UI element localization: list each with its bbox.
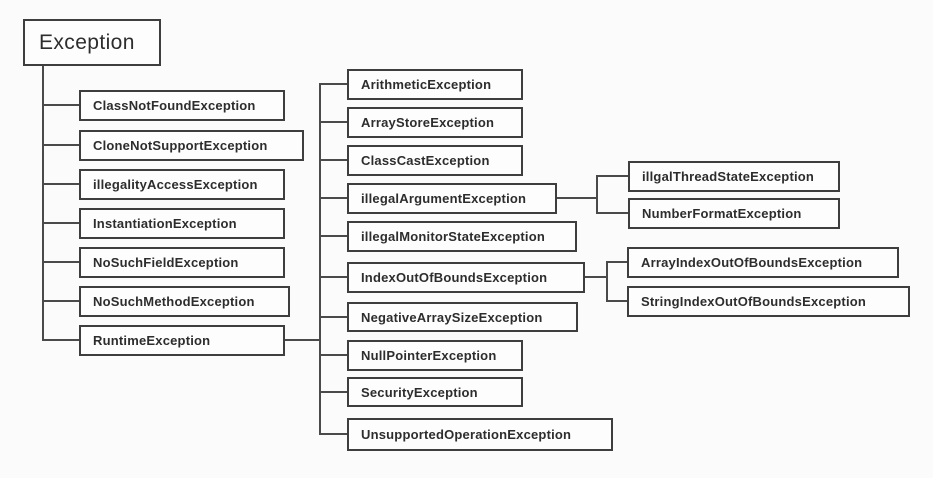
node-index-out-of-bounds-exception: IndexOutOfBoundsException: [347, 262, 585, 293]
node-array-index-out-of-bounds-exception: ArrayIndexOutOfBoundsException: [627, 247, 899, 278]
connector-stub-array-index-oob: [606, 261, 627, 263]
connector-stub-index-out-of-bounds: [319, 276, 347, 278]
node-exception: Exception: [23, 19, 161, 66]
node-class-not-found-exception: ClassNotFoundException: [79, 90, 285, 121]
node-illegal-argument-exception: illegalArgumentException: [347, 183, 557, 214]
connector-stub-security: [319, 391, 347, 393]
connector-stub-number-format: [596, 212, 628, 214]
node-number-format-exception: NumberFormatException: [628, 198, 840, 229]
node-security-exception: SecurityException: [347, 377, 523, 407]
connector-stub-null-pointer: [319, 354, 347, 356]
connector-stub-unsupported-operation: [319, 433, 347, 435]
connector-index-oob-trunk: [606, 261, 608, 302]
connector-stub-clone-not-support: [42, 144, 79, 146]
node-null-pointer-exception: NullPointerException: [347, 340, 523, 371]
connector-runtime-trunk: [319, 83, 321, 435]
connector-index-oob-to-stub: [585, 276, 606, 278]
node-runtime-exception: RuntimeException: [79, 325, 285, 356]
connector-stub-runtime: [42, 339, 79, 341]
connector-stub-illgal-thread-state: [596, 175, 628, 177]
connector-stub-arithmetic: [319, 83, 347, 85]
connector-stub-no-such-method: [42, 300, 79, 302]
connector-illegal-argument-trunk: [596, 175, 598, 214]
connector-stub-string-index-oob: [606, 300, 627, 302]
connector-exception-trunk: [42, 66, 44, 341]
node-array-store-exception: ArrayStoreException: [347, 107, 523, 138]
node-illegal-monitor-state-exception: illegalMonitorStateException: [347, 221, 577, 252]
node-string-index-out-of-bounds-exception: StringIndexOutOfBoundsException: [627, 286, 910, 317]
node-class-cast-exception: ClassCastException: [347, 145, 523, 176]
connector-stub-array-store: [319, 121, 347, 123]
connector-stub-illegality-access: [42, 183, 79, 185]
node-clone-not-support-exception: CloneNotSupportException: [79, 130, 304, 161]
connector-stub-class-not-found: [42, 104, 79, 106]
node-illegality-access-exception: illegalityAccessException: [79, 169, 285, 200]
connector-stub-illegal-monitor-state: [319, 235, 347, 237]
connector-runtime-to-trunk: [285, 339, 321, 341]
connector-stub-no-such-field: [42, 261, 79, 263]
connector-illegal-argument-to-stub: [557, 197, 596, 199]
connector-stub-class-cast: [319, 159, 347, 161]
node-no-such-method-exception: NoSuchMethodException: [79, 286, 290, 317]
connector-stub-instantiation: [42, 222, 79, 224]
node-no-such-field-exception: NoSuchFieldException: [79, 247, 285, 278]
node-negative-array-size-exception: NegativeArraySizeException: [347, 302, 578, 332]
node-arithmetic-exception: ArithmeticException: [347, 69, 523, 100]
node-illgal-thread-state-exception: illgalThreadStateException: [628, 161, 840, 192]
node-unsupported-operation-exception: UnsupportedOperationException: [347, 418, 613, 451]
connector-stub-illegal-argument: [319, 197, 347, 199]
node-instantiation-exception: InstantiationException: [79, 208, 285, 239]
connector-stub-negative-array-size: [319, 316, 347, 318]
